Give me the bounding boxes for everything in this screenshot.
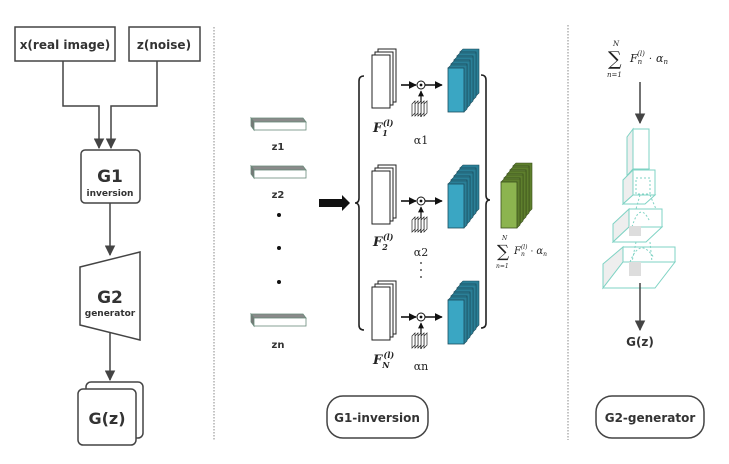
caption-g1-inversion: G1-inversion: [334, 411, 420, 425]
g2-subtitle: generator: [85, 309, 136, 319]
feature-row-2: [371, 164, 480, 233]
arrow-x-to-g1: [62, 61, 105, 150]
alpha-weight-slice: [420, 216, 425, 233]
latent-vector-zn: [250, 312, 307, 328]
generator-output-label: G(z): [626, 335, 654, 349]
ellipsis-dot: [277, 246, 281, 250]
multiply-node-dot: [419, 199, 423, 203]
sum-term: Fn(l)·αn: [629, 50, 668, 66]
alpha-weight-slice: [417, 100, 422, 117]
weighted-feature-layer: [447, 183, 465, 229]
g1-title: G1: [97, 167, 123, 187]
sum-lower-limit: n=1: [496, 263, 509, 270]
feature-label-N: FN(l): [372, 350, 394, 370]
feature-map-layer: [371, 170, 391, 225]
latent-label-zn: zn: [272, 340, 285, 351]
big-right-arrow: [319, 195, 350, 211]
generator-layer-4: [601, 245, 677, 290]
ellipsis-dot: [277, 280, 281, 284]
input-x-label: x(real image): [20, 38, 111, 52]
generator-network-stack: [601, 127, 677, 290]
left-panel: x(real image) z(noise) G1 inversion G2 g…: [14, 26, 201, 446]
feature-row-1: [371, 48, 480, 117]
alpha-weight-slice: [423, 100, 428, 117]
feature-label-2: F2(l): [372, 232, 394, 252]
sum-lower-limit: n=1: [607, 71, 622, 79]
weighted-feature-layer: [447, 299, 465, 345]
input-z-box: [128, 26, 201, 62]
weighted-feature-layer: [447, 67, 465, 113]
g1-subtitle: inversion: [87, 189, 134, 199]
alpha-weight-slice: [414, 216, 419, 233]
multiply-node-dot: [419, 315, 423, 319]
ellipsis-dot: [277, 213, 281, 217]
middle-panel: z1 z2 zn F1(l) F2(l) FN(l) α1 α2: [250, 48, 547, 439]
right-panel: N ∑ n=1 Fn(l)·αn: [595, 40, 705, 439]
alpha-weight-slice: [423, 332, 428, 349]
caption-g2-generator: G2-generator: [605, 411, 696, 425]
g2-title: G2: [97, 288, 123, 308]
input-x-box: [14, 26, 116, 62]
sum-formula-middle: N ∑ n=1 Fn(l)·αn: [496, 235, 547, 270]
alpha-weight-slice: [420, 332, 425, 349]
alpha-weight-slice: [411, 332, 416, 349]
sum-upper-limit: N: [612, 40, 620, 48]
aggregated-feature-layer: [500, 181, 518, 229]
sum-term: Fn(l)·αn: [513, 244, 547, 258]
alpha-label-n: αn: [414, 360, 429, 373]
feature-label-1: F1(l): [372, 118, 394, 138]
latent-vector-z1: [250, 116, 307, 132]
alpha-weight-slice: [411, 100, 416, 117]
vertical-ellipsis-dot: [420, 269, 422, 271]
alpha-weight-slice: [417, 332, 422, 349]
alpha-label-1: α1: [414, 134, 428, 147]
generator-layer-3: [611, 207, 664, 244]
generator-layer-1: [625, 127, 651, 178]
sum-upper-limit: N: [501, 235, 508, 242]
alpha-weight-slice: [411, 216, 416, 233]
caption-g2-generator-pill: [595, 395, 705, 439]
feature-map-layer: [371, 54, 391, 109]
alpha-weight-slice: [423, 216, 428, 233]
sum-sigma: ∑: [497, 242, 509, 262]
sum-sigma: ∑: [608, 48, 622, 70]
vertical-ellipsis-dot: [420, 276, 422, 278]
latent-vector-z2: [250, 164, 307, 180]
multiply-node-dot: [419, 83, 423, 87]
output-box: [77, 388, 137, 446]
feature-map-layer: [371, 286, 391, 341]
left-brace: [354, 75, 365, 331]
arrow-z-to-g1: [105, 61, 158, 150]
right-brace: [480, 74, 491, 329]
input-z-label: z(noise): [137, 38, 191, 52]
feature-row-3: [371, 280, 480, 349]
vertical-ellipsis-dot: [420, 262, 422, 264]
latent-label-z2: z2: [272, 190, 285, 201]
caption-g1-inversion-pill: [326, 395, 429, 439]
aggregated-feature-block: [500, 162, 533, 229]
alpha-weight-slice: [414, 332, 419, 349]
g2-generator-trapezoid: [79, 251, 141, 341]
latent-label-z1: z1: [272, 142, 285, 153]
alpha-weight-slice: [420, 100, 425, 117]
sum-formula-right: N ∑ n=1 Fn(l)·αn: [607, 40, 668, 79]
alpha-weight-slice: [414, 100, 419, 117]
alpha-label-2: α2: [414, 246, 428, 259]
output-label: G(z): [88, 409, 125, 428]
alpha-weight-slice: [417, 216, 422, 233]
